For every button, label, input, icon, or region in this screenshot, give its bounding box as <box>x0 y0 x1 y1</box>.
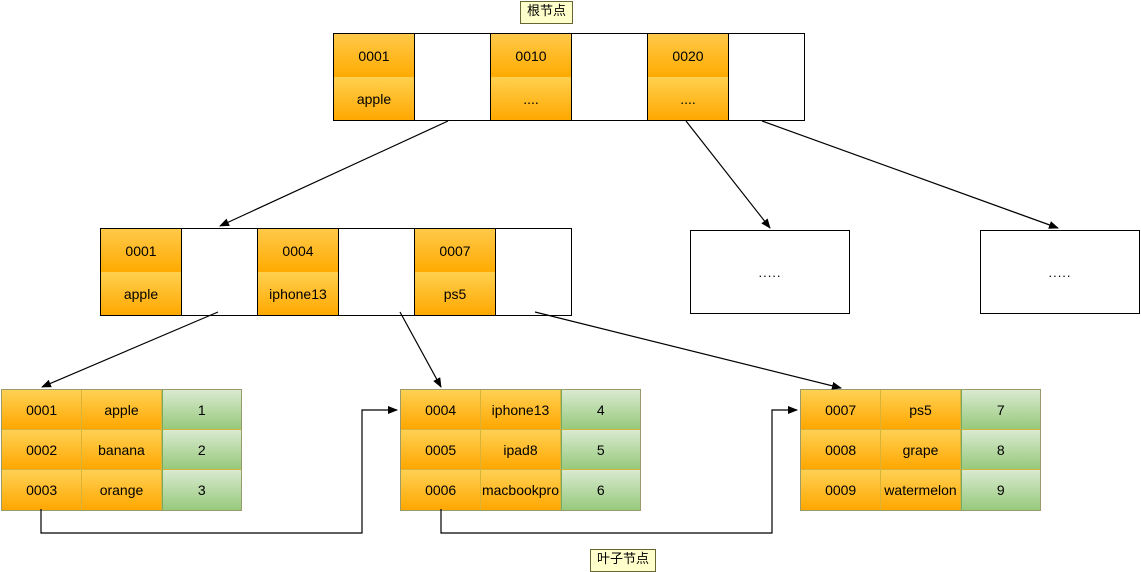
leaf-2-row-2-label: macbookpro <box>481 470 561 510</box>
leaf-3-row-2-value: 9 <box>960 470 1040 510</box>
table-row[interactable]: 0007 ps5 7 <box>801 390 1040 430</box>
edge-internal-to-leaf-2 <box>399 311 442 388</box>
internal-entry-0-key: 0001 <box>101 229 181 272</box>
internal-entry-1-value: iphone13 <box>258 272 338 315</box>
leaf-1-row-1-value: 2 <box>161 430 241 470</box>
leaf-node-1[interactable]: 0001 apple 1 0002 banana 2 0003 orange 3 <box>1 389 242 511</box>
root-node-caption: 根节点 <box>520 1 574 24</box>
root-entry-0[interactable]: 0001 apple <box>334 34 415 120</box>
leaf-2-row-0-label: iphone13 <box>481 390 561 430</box>
root-entry-1[interactable]: 0010 .... <box>491 34 572 120</box>
leaf-2-row-1-label: ipad8 <box>481 430 561 470</box>
root-entry-2-key: 0020 <box>648 34 728 77</box>
leaf-3-row-2-id: 0009 <box>801 470 882 510</box>
edge-root-to-internal <box>219 120 449 227</box>
internal-entry-2[interactable]: 0007 ps5 <box>415 229 496 315</box>
table-row[interactable]: 0006 macbookpro 6 <box>401 470 640 510</box>
leaf-1-row-1-id: 0002 <box>2 430 83 470</box>
leaf-1-row-2-label: orange <box>82 470 162 510</box>
root-entry-1-key: 0010 <box>491 34 571 77</box>
leaf-1-row-0-value: 1 <box>161 390 241 430</box>
internal-entry-1[interactable]: 0004 iphone13 <box>258 229 339 315</box>
leaf-3-row-2-label: watermelon <box>881 470 961 510</box>
leaf-1-row-2-value: 3 <box>161 470 241 510</box>
table-row[interactable]: 0002 banana 2 <box>2 430 241 470</box>
root-entry-1-value: .... <box>491 77 571 120</box>
leaf-node-2[interactable]: 0004 iphone13 4 0005 ipad8 5 0006 macboo… <box>400 389 641 511</box>
root-index-node[interactable]: 0001 apple 0010 .... 0020 .... <box>333 33 805 121</box>
placeholder-node-2[interactable]: ..... <box>980 230 1140 314</box>
root-pointer-1[interactable] <box>571 34 648 120</box>
internal-entry-0-value: apple <box>101 272 181 315</box>
root-pointer-2[interactable] <box>728 34 804 120</box>
leaf-2-row-1-id: 0005 <box>401 430 482 470</box>
leaf-2-row-2-id: 0006 <box>401 470 482 510</box>
table-row[interactable]: 0009 watermelon 9 <box>801 470 1040 510</box>
edge-root-to-placeholder-2 <box>761 120 1059 229</box>
leaf-2-row-0-id: 0004 <box>401 390 482 430</box>
root-pointer-0[interactable] <box>414 34 491 120</box>
leaf-3-row-1-label: grape <box>881 430 961 470</box>
table-row[interactable]: 0004 iphone13 4 <box>401 390 640 430</box>
leaf-node-caption: 叶子节点 <box>590 549 657 572</box>
leaf-1-row-0-id: 0001 <box>2 390 83 430</box>
root-entry-2[interactable]: 0020 .... <box>648 34 729 120</box>
leaf-1-row-0-label: apple <box>82 390 162 430</box>
leaf-3-row-1-id: 0008 <box>801 430 882 470</box>
table-row[interactable]: 0008 grape 8 <box>801 430 1040 470</box>
edge-root-to-placeholder-1 <box>685 120 771 229</box>
root-entry-2-value: .... <box>648 77 728 120</box>
internal-pointer-1[interactable] <box>338 229 415 315</box>
leaf-1-row-1-label: banana <box>82 430 162 470</box>
leaf-node-3[interactable]: 0007 ps5 7 0008 grape 8 0009 watermelon … <box>800 389 1041 511</box>
internal-entry-0[interactable]: 0001 apple <box>101 229 182 315</box>
root-entry-0-key: 0001 <box>334 34 414 77</box>
table-row[interactable]: 0001 apple 1 <box>2 390 241 430</box>
placeholder-node-1[interactable]: ..... <box>690 230 850 314</box>
table-row[interactable]: 0005 ipad8 5 <box>401 430 640 470</box>
leaf-3-row-0-value: 7 <box>960 390 1040 430</box>
root-entry-0-value: apple <box>334 77 414 120</box>
internal-index-node[interactable]: 0001 apple 0004 iphone13 0007 ps5 <box>100 228 572 316</box>
internal-entry-2-value: ps5 <box>415 272 495 315</box>
leaf-2-row-2-value: 6 <box>560 470 640 510</box>
leaf-2-row-0-value: 4 <box>560 390 640 430</box>
internal-pointer-2[interactable] <box>495 229 571 315</box>
edge-internal-to-leaf-1 <box>41 311 219 388</box>
internal-entry-1-key: 0004 <box>258 229 338 272</box>
internal-pointer-0[interactable] <box>181 229 258 315</box>
leaf-3-row-1-value: 8 <box>960 430 1040 470</box>
edge-internal-to-leaf-3 <box>534 311 842 390</box>
leaf-3-row-0-id: 0007 <box>801 390 882 430</box>
internal-entry-2-key: 0007 <box>415 229 495 272</box>
leaf-3-row-0-label: ps5 <box>881 390 961 430</box>
leaf-2-row-1-value: 5 <box>560 430 640 470</box>
table-row[interactable]: 0003 orange 3 <box>2 470 241 510</box>
leaf-1-row-2-id: 0003 <box>2 470 83 510</box>
